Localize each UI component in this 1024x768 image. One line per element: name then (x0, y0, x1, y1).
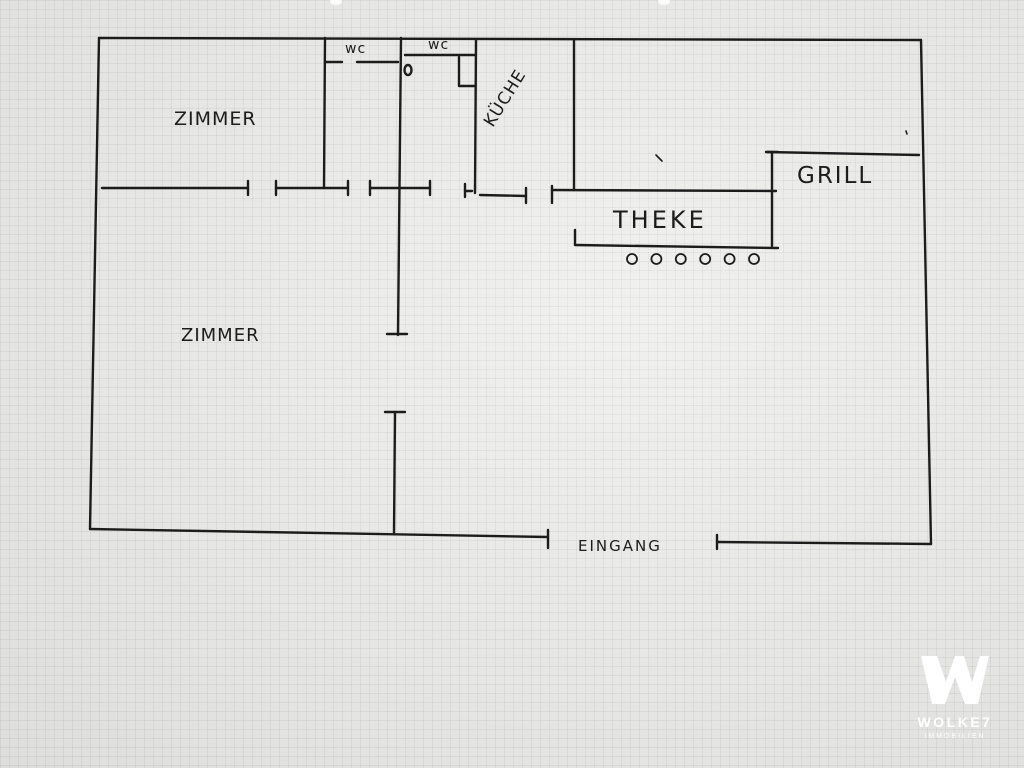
bar-stool (748, 253, 760, 265)
room-wall-lower (392, 410, 397, 535)
bar-stool (674, 253, 687, 265)
wc-wall-middle (396, 36, 403, 337)
bar-stool (650, 253, 663, 265)
punch-hole (658, 0, 670, 5)
room-label-theke: THEKE (613, 206, 707, 234)
outer-wall-right (919, 38, 933, 546)
wc-wall-left (322, 36, 327, 190)
room-label-grill: GRILL (797, 163, 874, 189)
bar-stool (626, 253, 638, 265)
w-logo-icon (921, 656, 989, 704)
room-label-wc-right: WC (428, 37, 450, 53)
outer-wall-bottom-left (88, 527, 550, 539)
room-label-wc-left: WC (345, 41, 367, 57)
room-label-zimmer-bottom: ZIMMER (181, 325, 260, 346)
bar-stool (699, 253, 712, 265)
toilet-fixture (403, 63, 413, 77)
pen-mark (905, 130, 908, 135)
outer-wall-left (88, 36, 101, 531)
grill-line (764, 150, 921, 157)
room-label-zimmer-top: ZIMMER (174, 108, 257, 130)
counter-front-line (573, 243, 780, 250)
outer-wall-top (97, 36, 923, 42)
outer-wall-bottom-right (715, 540, 933, 546)
bar-stools (626, 253, 760, 265)
pen-mark (655, 154, 663, 162)
wolke7-watermark: WOLKE7 IMMOBILIEN (900, 652, 1010, 752)
room-label-eingang: EINGANG (578, 537, 662, 555)
punch-hole (330, 0, 342, 5)
watermark-name: WOLKE7 (917, 714, 993, 730)
watermark-subtitle: IMMOBILIEN (924, 733, 986, 740)
bar-stool (723, 253, 736, 265)
wc-fixture (457, 55, 477, 88)
kitchen-wall-left (473, 38, 478, 195)
counter-top-line (550, 188, 778, 193)
partition-segment (478, 193, 528, 198)
